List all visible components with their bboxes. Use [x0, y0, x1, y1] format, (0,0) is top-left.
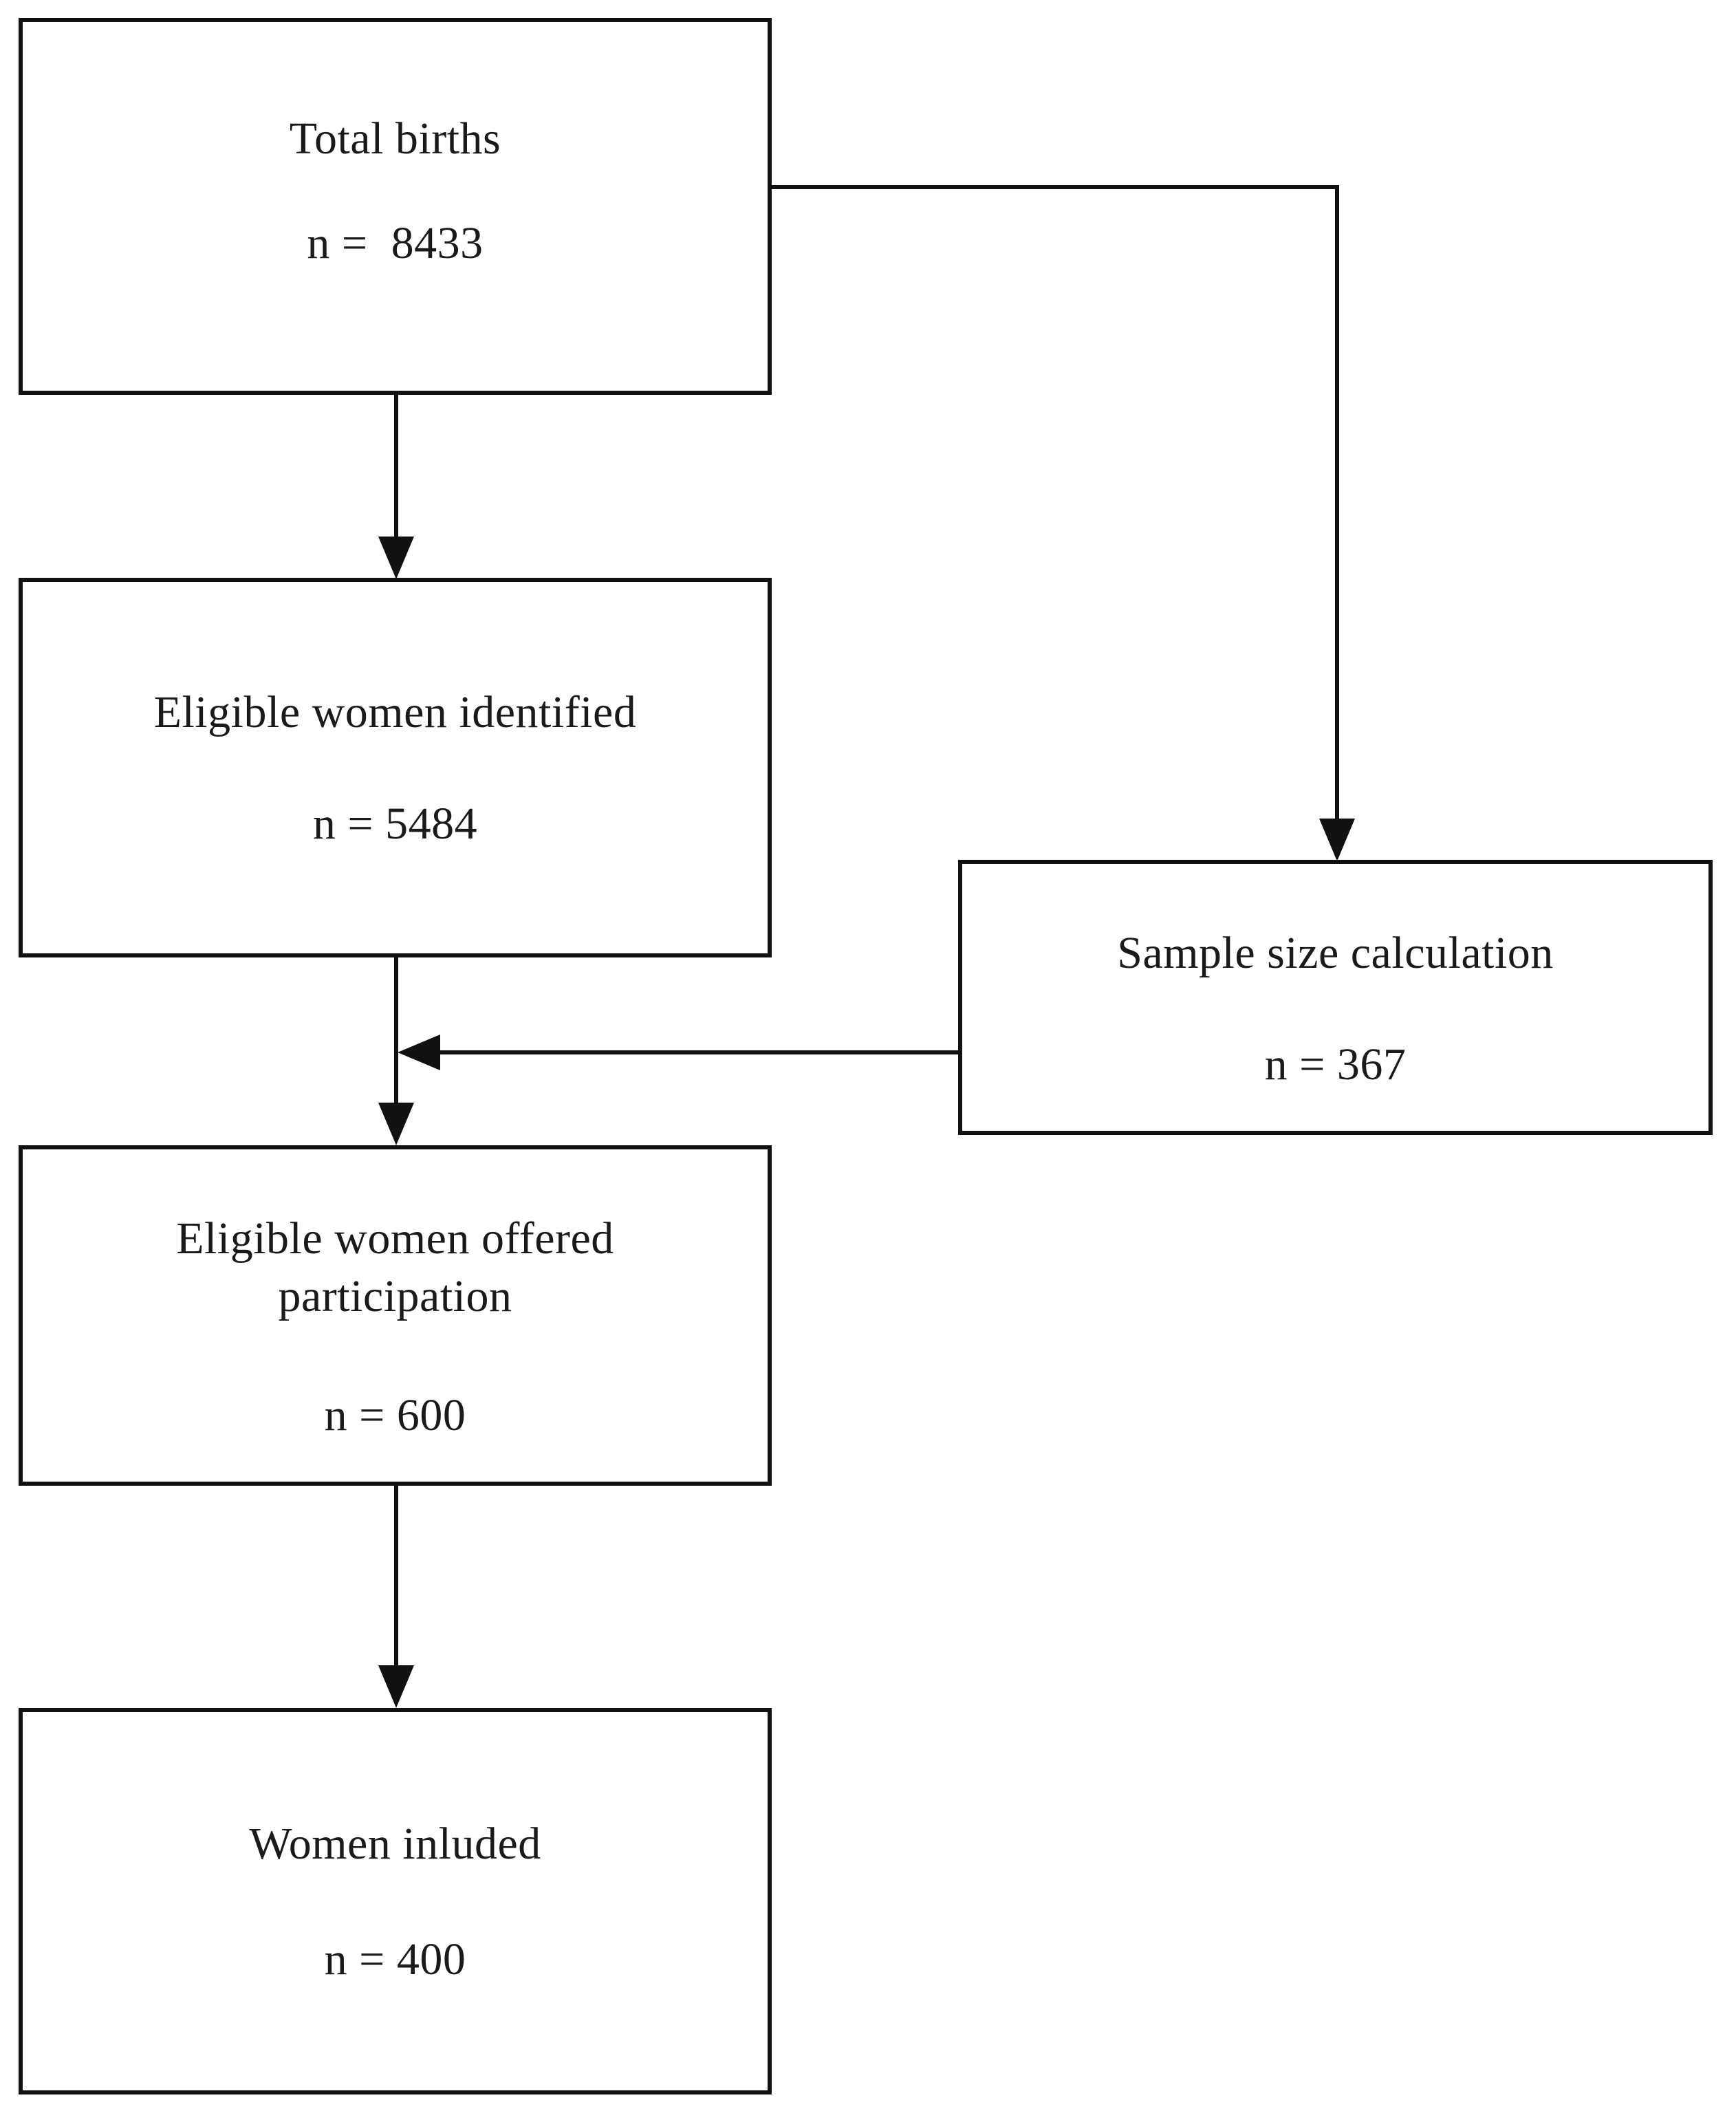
node-eligible-offered-count: n = 600	[324, 1389, 466, 1440]
edge-sample-to-flow-arrowhead	[398, 1035, 440, 1070]
node-eligible-identified-title: Eligible women identified	[153, 687, 637, 737]
node-total-births[interactable]: Total births n = 8433	[19, 18, 772, 395]
edge-sample-to-flow-line	[440, 1050, 959, 1054]
node-women-included-count: n = 400	[324, 1934, 466, 1985]
node-women-included-title: Women inluded	[249, 1819, 541, 1869]
node-sample-size[interactable]: Sample size calculation n = 367	[958, 860, 1713, 1135]
edge-births-to-identified-arrowhead	[378, 537, 414, 579]
edge-births-to-sample-horizontal	[768, 185, 1339, 189]
node-total-births-count: n = 8433	[307, 218, 484, 269]
node-sample-size-count: n = 367	[1264, 1039, 1407, 1090]
node-sample-size-title: Sample size calculation	[1117, 928, 1554, 978]
node-total-births-title: Total births	[289, 113, 501, 164]
edge-births-to-identified-line	[394, 395, 398, 543]
node-women-included[interactable]: Women inluded n = 400	[19, 1708, 772, 2094]
edge-offered-to-included-arrowhead	[378, 1665, 414, 1708]
edge-identified-to-offered-arrowhead	[378, 1103, 414, 1145]
edge-births-to-sample-arrowhead	[1319, 819, 1355, 861]
node-eligible-identified-count: n = 5484	[312, 799, 478, 849]
edge-offered-to-included-line	[394, 1486, 398, 1671]
node-eligible-offered-title: Eligible women offered participation	[176, 1213, 614, 1322]
edge-identified-to-offered-line	[394, 957, 398, 1109]
edge-births-to-sample-vertical	[1335, 185, 1339, 825]
node-eligible-identified[interactable]: Eligible women identified n = 5484	[19, 578, 772, 957]
node-eligible-offered[interactable]: Eligible women offered participation n =…	[19, 1145, 772, 1486]
